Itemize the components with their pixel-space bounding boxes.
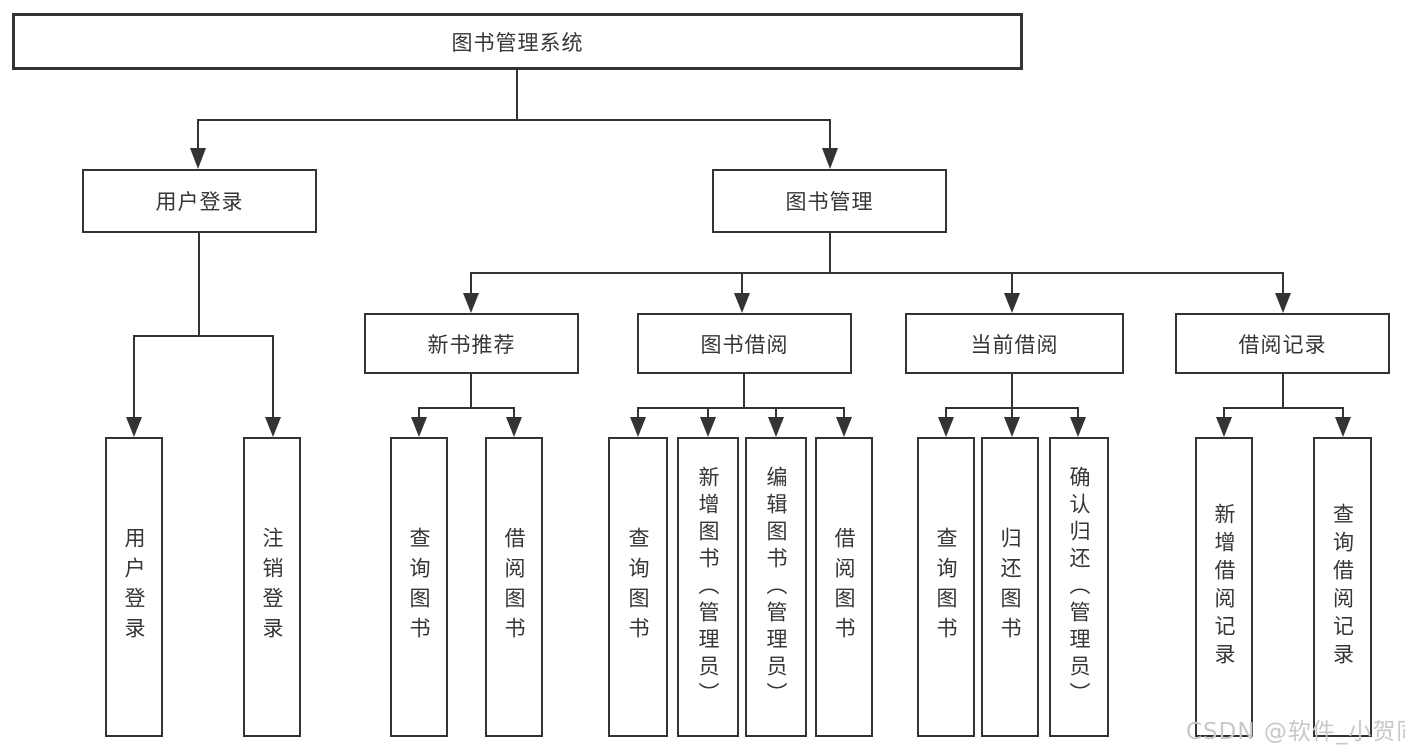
node-root: 图书管理系统 [12, 13, 1023, 70]
node-book-management: 图书管理 [712, 169, 947, 233]
node-leaf-logout: 注销登录 [243, 437, 301, 737]
arrowhead-icons [126, 148, 1351, 437]
node-leaf-query-books-3: 查询图书 [917, 437, 975, 737]
node-current-borrow: 当前借阅 [905, 313, 1124, 374]
node-leaf-query-books-2: 查询图书 [608, 437, 668, 737]
node-book-borrow: 图书借阅 [637, 313, 852, 374]
node-borrow-records: 借阅记录 [1175, 313, 1390, 374]
node-user-login: 用户登录 [82, 169, 317, 233]
node-leaf-borrow-books-2: 借阅图书 [815, 437, 873, 737]
node-leaf-query-borrow-record: 查询借阅记录 [1313, 437, 1372, 737]
node-leaf-return-books: 归还图书 [981, 437, 1039, 737]
node-leaf-add-borrow-record: 新增借阅记录 [1195, 437, 1253, 737]
node-leaf-user-login: 用户登录 [105, 437, 163, 737]
node-new-book-recommend: 新书推荐 [364, 313, 579, 374]
node-leaf-edit-books-admin: 编辑图书（管理员） [745, 437, 807, 737]
node-leaf-query-books-1: 查询图书 [390, 437, 448, 737]
node-leaf-borrow-books-1: 借阅图书 [485, 437, 543, 737]
node-leaf-add-books-admin: 新增图书（管理员） [677, 437, 739, 737]
csdn-watermark: CSDN @软件_小贺同学 [1186, 719, 1405, 745]
node-leaf-confirm-return-admin: 确认归还（管理员） [1049, 437, 1109, 737]
